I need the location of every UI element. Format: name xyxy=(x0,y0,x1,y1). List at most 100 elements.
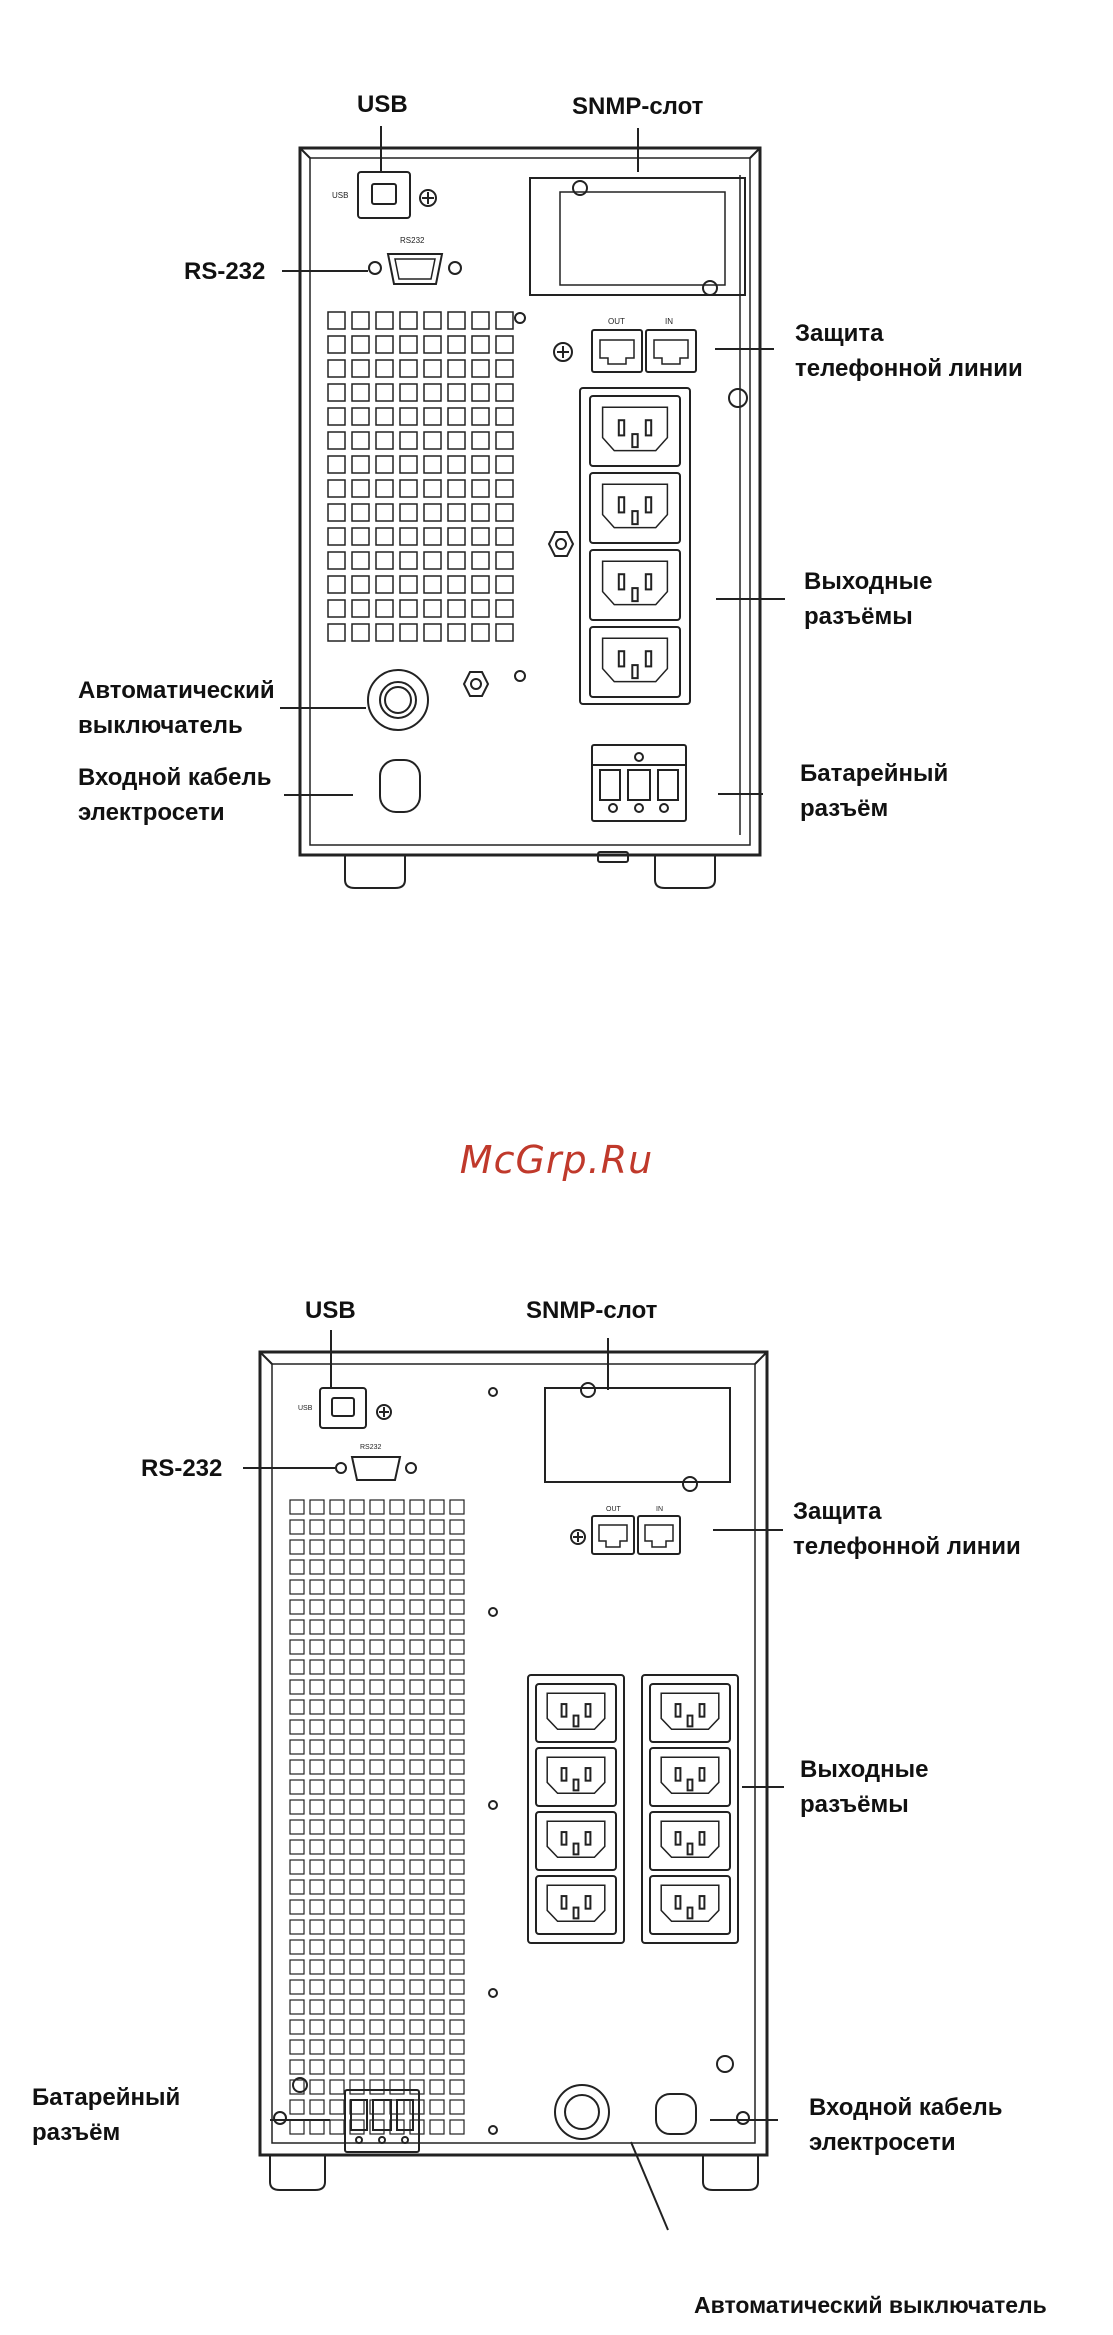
ups1-vent-cell xyxy=(471,599,490,618)
ups1-phone-jack-text: OUT xyxy=(608,317,625,326)
ups2-vent-cell xyxy=(409,1959,425,1975)
ups1-snmp-slot xyxy=(529,177,746,296)
ups2-vent-cell xyxy=(329,1619,345,1635)
ups1-vent-cell xyxy=(447,503,466,522)
ups2-vent-cell xyxy=(389,1519,405,1535)
ups1-vent-cell xyxy=(447,335,466,354)
ups2-vent-cell xyxy=(369,1639,385,1655)
ups2-socket-pin xyxy=(698,1831,706,1846)
ups2-vent-cell xyxy=(329,1839,345,1855)
ups1-screw xyxy=(514,670,526,682)
ups1-label-input-cable-2: электросети xyxy=(78,799,225,826)
ups2-vent-cell xyxy=(389,1679,405,1695)
ups2-vent-cell xyxy=(329,1899,345,1915)
ups2-vent-cell xyxy=(449,2039,465,2055)
ups2-vent-cell xyxy=(409,1679,425,1695)
ups2-vent-cell xyxy=(389,2039,405,2055)
ups2-vent-cell xyxy=(389,1759,405,1775)
ups2-vent-cell xyxy=(389,1499,405,1515)
ups2-output-socket xyxy=(535,1875,617,1935)
ups2-label-outputs-1: Выходные xyxy=(800,1756,929,1783)
ups1-rs232-port: RS232 xyxy=(368,236,462,285)
ups1-vent-cell xyxy=(447,527,466,546)
ups2-vent-cell xyxy=(369,1619,385,1635)
ups1-socket-pin xyxy=(631,510,639,526)
ups2-vent-cell xyxy=(349,2019,365,2035)
ups1-socket-pin xyxy=(631,664,639,680)
ups2-vent-cell xyxy=(449,1859,465,1875)
ups1-vent-cell xyxy=(327,527,346,546)
ups2-vent-cell xyxy=(329,1819,345,1835)
ups2-socket-pin xyxy=(560,1895,568,1910)
ups2-socket-pin xyxy=(560,1831,568,1846)
ups2-vent-cell xyxy=(349,1559,365,1575)
ups1-hex-screw xyxy=(462,671,490,697)
ups2-vent-cell xyxy=(309,1799,325,1815)
ups1-output-socket xyxy=(589,472,681,544)
ups2-socket-pin xyxy=(584,1831,592,1846)
ups2-vent-cell xyxy=(349,1859,365,1875)
ups1-vent-cell xyxy=(327,359,346,378)
ups1-vent-cell xyxy=(471,335,490,354)
ups1-label-rs232: RS-232 xyxy=(184,258,266,285)
ups2-socket-pin xyxy=(572,1714,580,1728)
ups2-socket-pin xyxy=(698,1767,706,1782)
ups1-vent-cell xyxy=(471,407,490,426)
ups1-vent-cell xyxy=(495,551,514,570)
ups2-ventilation-grille xyxy=(289,1499,465,2135)
ups2-output-socket-face xyxy=(546,1692,606,1730)
ups1-vent-cell xyxy=(351,551,370,570)
ups1-vent-cell xyxy=(447,599,466,618)
ups1-cabinet xyxy=(298,146,762,857)
ups2-vent-cell xyxy=(289,1519,305,1535)
ups2-vent-cell xyxy=(449,1759,465,1775)
ups2-vent-cell xyxy=(429,1839,445,1855)
ups1-vent-cell xyxy=(471,311,490,330)
ups2-vent-cell xyxy=(349,1619,365,1635)
ups1-vent-cell xyxy=(471,359,490,378)
ups1-socket-pin xyxy=(617,573,626,591)
ups2-vent-cell xyxy=(429,2019,445,2035)
ups1-socket-pin xyxy=(644,496,653,514)
ups2-vent-cell xyxy=(369,1539,385,1555)
ups2-vent-cell xyxy=(389,1639,405,1655)
ups2-vent-cell xyxy=(369,1879,385,1895)
ups2-vent-cell xyxy=(449,2099,465,2115)
ups1-vent-cell xyxy=(375,359,394,378)
ups1-screw xyxy=(514,312,526,324)
ups1-usb-port-text: USB xyxy=(332,191,348,200)
ups2-usb-port: USB xyxy=(298,1387,392,1429)
ups2-vent-cell xyxy=(289,1579,305,1595)
ups2-vent-cell xyxy=(329,1659,345,1675)
ups2-vent-cell xyxy=(449,1539,465,1555)
ups1-vent-cell xyxy=(351,407,370,426)
ups2-vent-cell xyxy=(309,2079,325,2095)
ups2-vent-cell xyxy=(409,2119,425,2135)
ups2-vent-cell xyxy=(389,2079,405,2095)
ups2-vent-cell xyxy=(389,1739,405,1755)
ups2-vent-cell xyxy=(409,1939,425,1955)
ups1-socket-pin xyxy=(644,573,653,591)
ups2-output-socket xyxy=(535,1811,617,1871)
ups1-label-battery-2: разъём xyxy=(800,795,889,822)
ups2-vent-cell xyxy=(329,1759,345,1775)
ups1-feet xyxy=(344,851,716,889)
ups2-socket-pin xyxy=(572,1842,580,1856)
ups1-vent-cell xyxy=(375,431,394,450)
ups2-vent-cell xyxy=(309,1919,325,1935)
ups2-vent-cell xyxy=(409,1499,425,1515)
ups2-vent-cell xyxy=(429,1619,445,1635)
ups1-vent-cell xyxy=(423,623,442,642)
ups2-vent-cell xyxy=(309,1939,325,1955)
ups2-socket-pin xyxy=(674,1831,682,1846)
ups2-vent-cell xyxy=(349,1799,365,1815)
ups2-vent-cell xyxy=(289,1559,305,1575)
ups1-vent-cell xyxy=(471,383,490,402)
ups1-output-socket xyxy=(589,395,681,467)
ups2-vent-cell xyxy=(369,1699,385,1715)
ups2-vent-cell xyxy=(329,2039,345,2055)
ups2-vent-cell xyxy=(349,1519,365,1535)
ups2-vent-cell xyxy=(449,1619,465,1635)
ups2-vent-cell xyxy=(349,1599,365,1615)
ups1-vent-cell xyxy=(399,431,418,450)
